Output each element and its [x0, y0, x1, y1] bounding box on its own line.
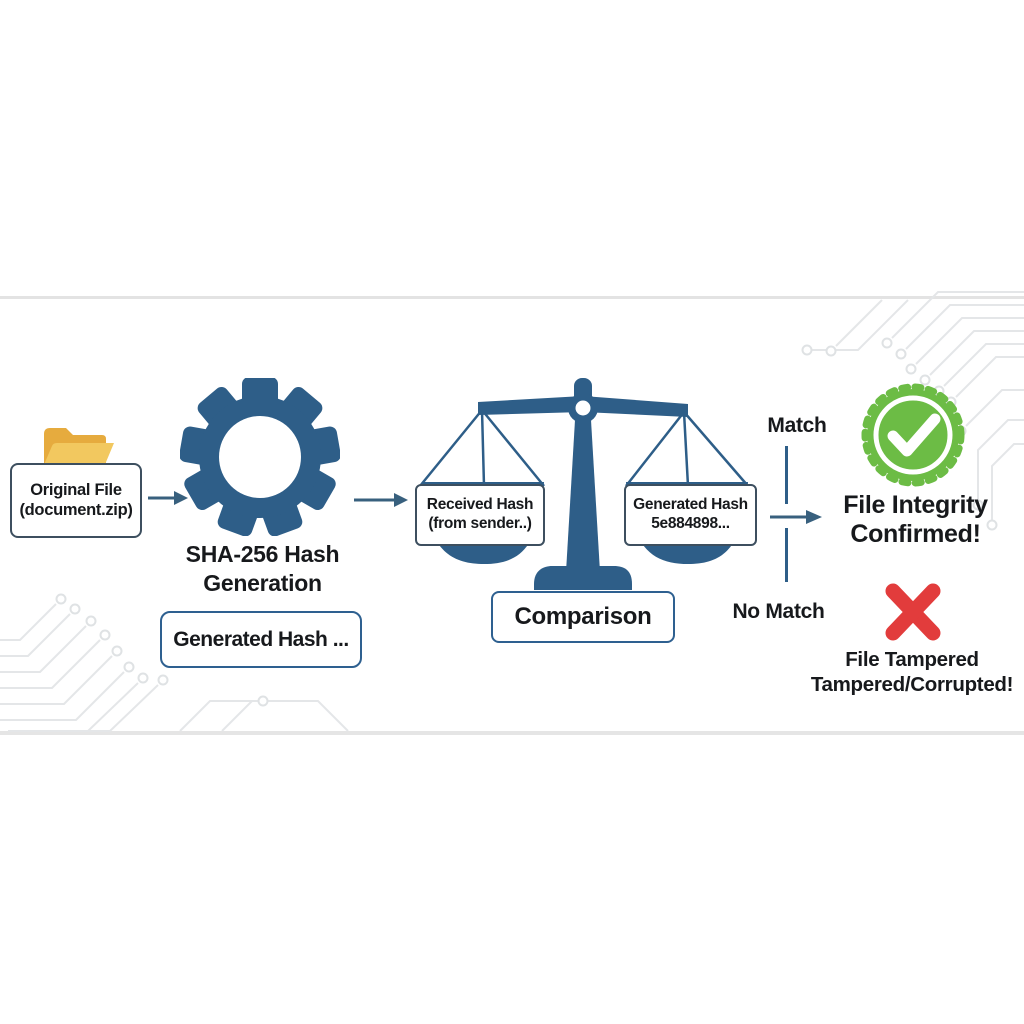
original-file-label-line2: (document.zip): [19, 500, 133, 519]
generated-hash-box: Generated Hash ...: [160, 611, 362, 668]
success-title-line1: File Integrity: [843, 491, 988, 519]
cross-icon: [885, 583, 941, 641]
hash-generation-title-line2: Generation: [203, 569, 322, 596]
comparison-box: Comparison: [491, 591, 675, 643]
received-hash-line2: (from sender..): [428, 515, 532, 532]
success-title-line2: Confirmed!: [850, 520, 981, 548]
match-label: Match: [767, 414, 827, 437]
comparison-label: Comparison: [514, 602, 652, 630]
top-divider: [0, 296, 1024, 299]
circuit-pattern-top-right: [801, 291, 1024, 531]
generated-hash-value-line2: 5e884898...: [651, 515, 730, 532]
received-hash-line1: Received Hash: [426, 496, 534, 514]
circuit-pattern-bottom-left: [0, 593, 349, 732]
generated-hash-value-box: Generated Hash 5e884898...: [624, 484, 757, 546]
failure-title-line1: File Tampered: [845, 648, 979, 671]
no-match-label: No Match: [732, 600, 825, 623]
check-badge-icon: [861, 383, 965, 487]
arrow-right-icon-2: [354, 493, 408, 507]
generated-hash-label: Generated Hash ...: [173, 627, 349, 651]
arrow-right-icon-1: [148, 491, 188, 505]
match-connector-bottom: [785, 528, 788, 582]
arrow-right-icon-3: [770, 510, 822, 524]
failure-title-line2: Tampered/Corrupted!: [810, 672, 1014, 696]
failure-title: File Tampered Tampered/Corrupted!: [800, 648, 1024, 697]
hash-generation-title: SHA-256 Hash Generation: [170, 540, 355, 598]
generated-hash-value-line1: Generated Hash: [633, 496, 748, 514]
success-title: File Integrity Confirmed!: [823, 491, 1008, 549]
received-hash-box: Received Hash (from sender..): [415, 484, 545, 546]
gear-icon: [180, 378, 340, 536]
hash-generation-title-line1: SHA-256 Hash: [185, 541, 340, 567]
match-connector-top: [785, 446, 788, 504]
bottom-divider: [0, 731, 1024, 735]
original-file-box: Original File (document.zip): [10, 463, 142, 538]
original-file-label-line1: Original File: [30, 480, 122, 499]
